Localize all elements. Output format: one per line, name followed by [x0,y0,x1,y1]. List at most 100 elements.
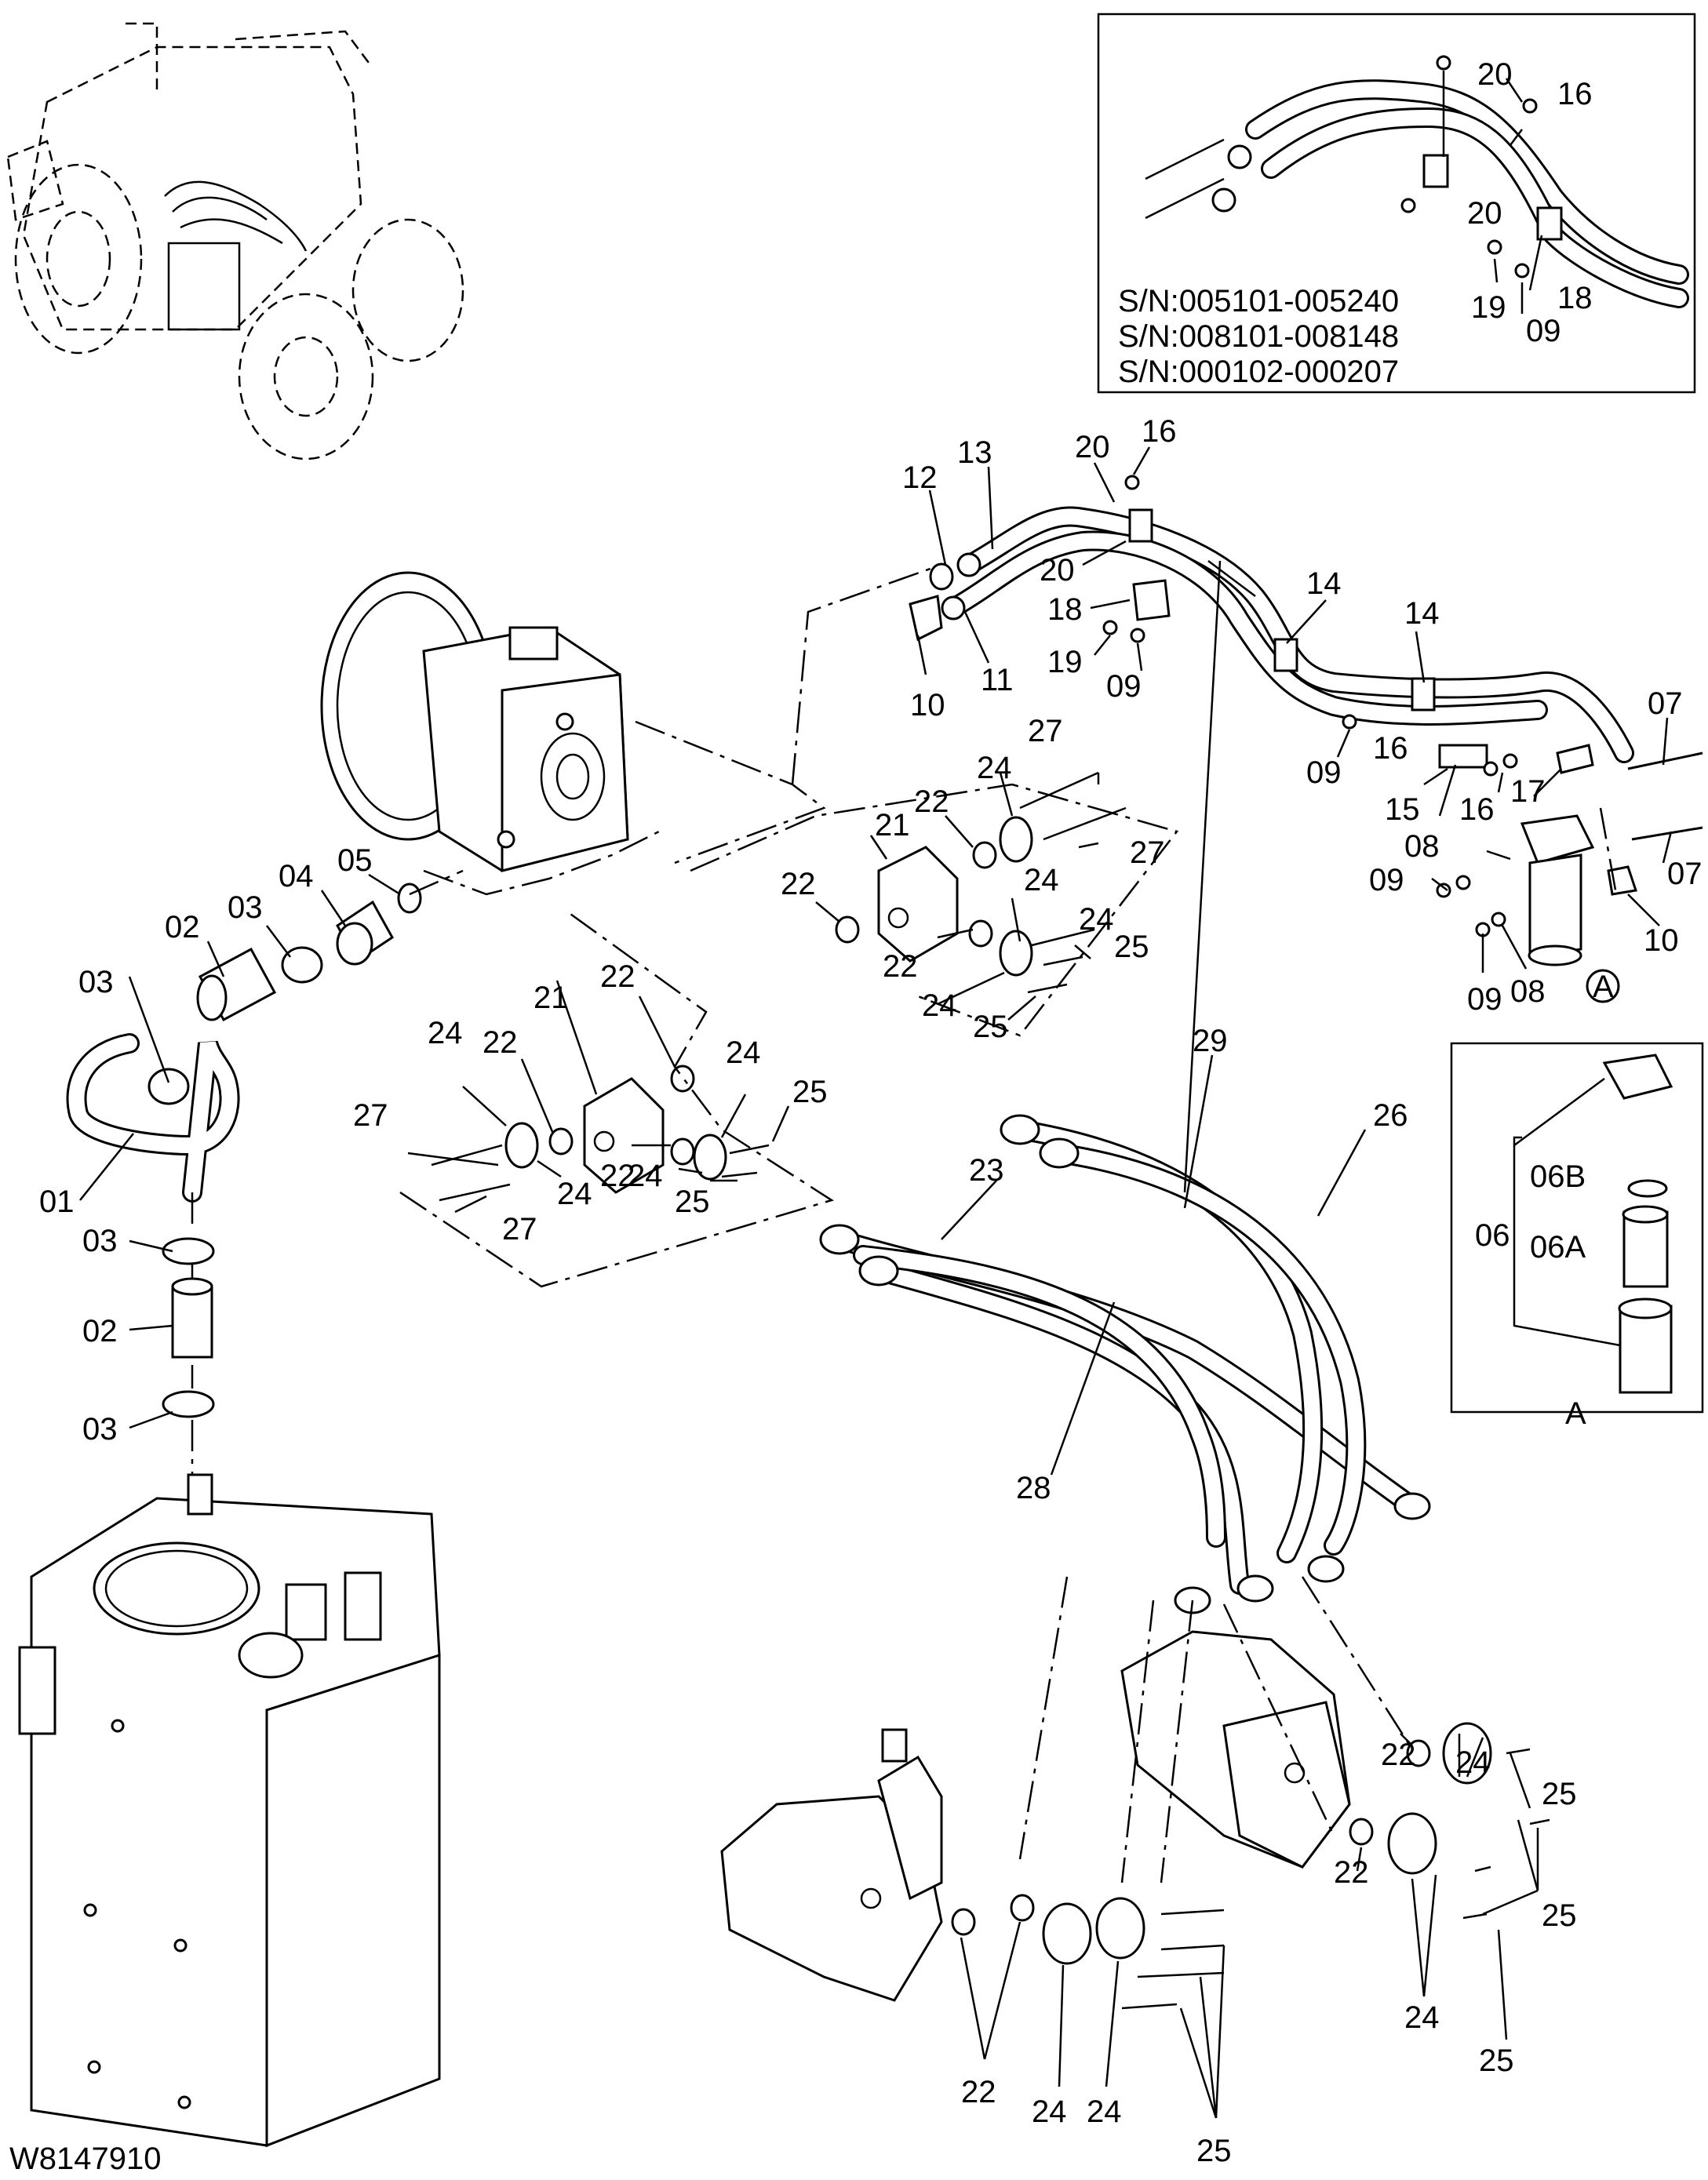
label-10: 10 [910,688,945,722]
travel-motor-left [720,1576,1225,2010]
label-03: 03 [82,1412,118,1447]
detail-label-A: A [1565,1396,1586,1431]
label-20: 20 [1467,196,1502,231]
label-19: 19 [1047,645,1083,679]
label-11: 11 [981,663,1014,697]
label-24: 24 [1404,2000,1440,2035]
label-29: 29 [1193,1024,1228,1058]
label-26: 26 [1373,1098,1408,1133]
label-24: 24 [428,1016,463,1050]
label-06A: 06A [1530,1230,1586,1265]
label-14: 14 [1306,566,1342,601]
label-17: 17 [1510,774,1546,809]
label-16: 16 [1459,792,1495,827]
label-09: 09 [1526,314,1561,348]
label-05: 05 [337,843,373,878]
manifold-block-lower [399,908,834,1288]
label-22: 22 [961,2075,996,2109]
label-04: 04 [279,859,314,893]
label-12: 12 [902,460,938,495]
label-24: 24 [1079,902,1114,937]
label-08: 08 [1510,974,1546,1009]
label-02: 02 [82,1314,118,1348]
label-24: 24 [1032,2094,1067,2129]
label-25: 25 [792,1075,828,1109]
filter-detail-A: 06 06B 06A A [1450,1042,1704,1431]
label-18: 18 [1557,281,1593,315]
label-22: 22 [600,959,635,994]
label-22: 22 [781,867,816,901]
pressure-hoses [819,1114,1431,1614]
label-24: 24 [977,751,1012,785]
label-10: 10 [1644,923,1679,958]
serial-range-3: S/N:000102-000207 [1118,355,1399,389]
main-pump [320,571,629,872]
label-20: 20 [1075,430,1110,464]
leader-lines [79,446,1673,2119]
label-25: 25 [675,1185,710,1219]
label-09: 09 [1306,755,1342,790]
label-06B: 06B [1530,1159,1586,1194]
label-24: 24 [1087,2094,1122,2129]
label-16: 16 [1142,414,1177,449]
label-22: 22 [1381,1738,1416,1772]
label-19: 19 [1471,290,1506,325]
label-24: 24 [1024,863,1059,897]
label-24: 24 [557,1177,592,1211]
serial-number-inset: 20 16 20 19 18 09 S/N:005101-005240 S/N:… [1097,13,1696,394]
label-03: 03 [78,965,114,999]
label-24: 24 [922,988,957,1023]
label-27: 27 [353,1098,388,1133]
label-06: 06 [1475,1218,1510,1253]
label-09: 09 [1369,863,1404,897]
label-23: 23 [969,1153,1004,1188]
label-25: 25 [1479,2044,1514,2078]
label-16: 16 [1557,77,1593,111]
label-20: 20 [1040,553,1075,588]
label-25: 25 [1542,1898,1577,1933]
label-27: 27 [502,1212,537,1246]
serial-range-1: S/N:005101-005240 [1118,284,1399,318]
label-16: 16 [1373,731,1408,766]
return-filter: A [1436,807,1637,1004]
travel-motor-right [1120,1576,1550,1920]
label-03: 03 [82,1224,118,1258]
label-01: 01 [39,1185,75,1219]
label-03: 03 [228,890,263,925]
label-25: 25 [973,1010,1008,1044]
label-21: 21 [875,808,910,843]
label-07: 07 [1648,686,1683,721]
label-09: 09 [1106,669,1142,704]
label-28: 28 [1016,1471,1051,1505]
label-22: 22 [914,784,949,819]
label-20: 20 [1477,57,1513,92]
serial-range-2: S/N:008101-008148 [1118,319,1399,354]
label-24: 24 [726,1035,761,1070]
hydraulic-tank [18,1473,441,2148]
label-22: 22 [483,1025,518,1060]
part-labels: 01 02 02 03 03 03 03 04 05 07 07 08 08 0… [39,414,1703,2168]
label-25: 25 [1114,930,1149,964]
label-07: 07 [1667,857,1703,891]
label-09: 09 [1467,982,1502,1017]
label-25: 25 [1196,2134,1232,2168]
label-21: 21 [534,981,569,1015]
label-22: 22 [1334,1855,1369,1890]
wheel-loader-overview [6,22,464,460]
label-25: 25 [1542,1777,1577,1811]
label-22: 22 [883,949,918,984]
label-27: 27 [1028,714,1063,748]
label-08: 08 [1404,829,1440,864]
label-27: 27 [1130,835,1165,870]
label-24: 24 [1455,1745,1491,1780]
suction-fittings [66,869,464,1490]
detail-callout-A: A [1593,970,1614,1004]
return-hoses [909,475,1703,841]
label-22: 22 [600,1159,635,1193]
drawing-code: W8147910 [9,2142,161,2176]
label-24: 24 [628,1159,663,1193]
label-15: 15 [1385,792,1420,827]
manifold-block-upper [690,771,1179,1037]
label-18: 18 [1047,592,1083,627]
